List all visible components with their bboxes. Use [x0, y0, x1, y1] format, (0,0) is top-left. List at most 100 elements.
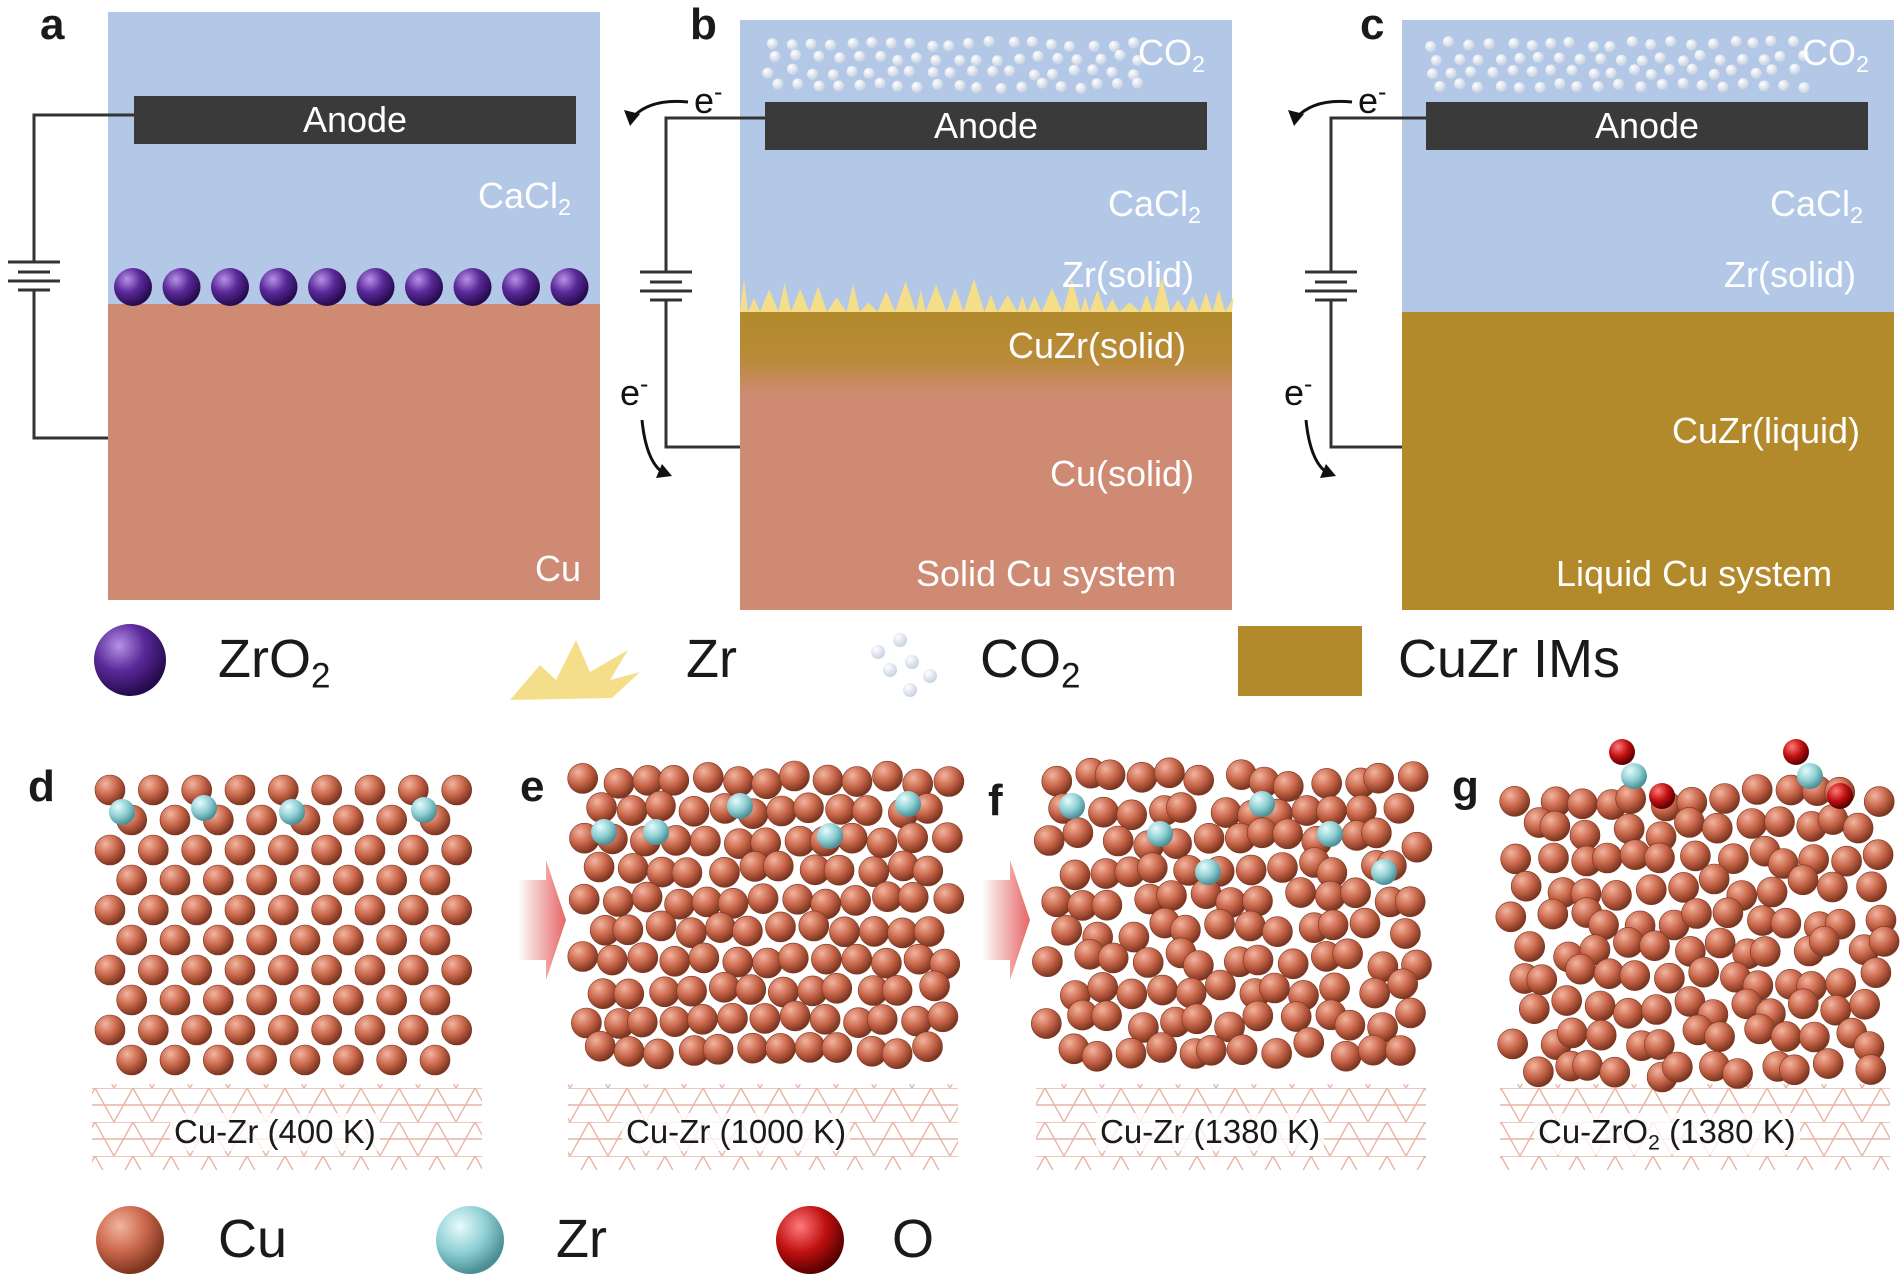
cu-atom [203, 1044, 234, 1076]
cu-atom [289, 864, 321, 896]
cu-atom [659, 1006, 691, 1038]
cu-atom [1361, 817, 1392, 849]
cu-atom [138, 954, 169, 986]
panel-b-cell [624, 20, 1234, 610]
co2-bubble [863, 67, 875, 79]
cu-atom [1262, 916, 1293, 948]
cu-atom [1779, 1054, 1810, 1086]
cu-atom [138, 834, 169, 866]
co2-bubble [1553, 52, 1565, 64]
co2-bubble [1730, 36, 1742, 47]
cu-atom [1644, 1029, 1675, 1060]
co2-bubble [1128, 37, 1140, 49]
co2-bubble [911, 81, 923, 93]
electron-label-b-bottom: e- [620, 370, 649, 413]
co2-bubble [1106, 66, 1118, 78]
cu-atom [913, 916, 945, 947]
o-atom [1783, 739, 1809, 765]
zro2-particle [162, 268, 201, 306]
cu-atom [933, 883, 965, 914]
cu-atom [840, 885, 871, 916]
cu-atom [1280, 1001, 1312, 1032]
co2-bubble [1686, 39, 1697, 51]
cu-atom [138, 894, 169, 926]
arrow-e-to-f [982, 860, 1030, 980]
cu-atom [751, 768, 783, 800]
electrolyte-label-c: CaCl2 [1770, 183, 1864, 229]
cu-atom [881, 975, 913, 1006]
cu-atom [616, 795, 648, 826]
co2-bubble [1495, 80, 1507, 92]
co2-bubble [807, 68, 818, 80]
cu-atom [1272, 818, 1303, 850]
cu-atom [567, 941, 599, 972]
cu-atom [823, 854, 855, 886]
cu-atom [1204, 908, 1235, 940]
co2-bubble [1750, 67, 1762, 79]
cu-atom [1205, 969, 1236, 1001]
cu-atom [311, 834, 343, 866]
co2-bubble [1514, 52, 1526, 64]
cu-atom [332, 924, 364, 956]
cu-atom [866, 1004, 898, 1035]
cu-atom [1860, 957, 1892, 989]
cu-atom [732, 915, 763, 947]
cuzr-im-icon [1238, 626, 1362, 696]
co2-bubble [1132, 77, 1143, 89]
cu-atom [1591, 842, 1623, 874]
cu-atom [246, 924, 278, 956]
co2-bubble [847, 37, 859, 49]
co2-bubble [1798, 50, 1810, 62]
cu-atom [1094, 759, 1126, 791]
metal-label-b: Cu(solid) [1050, 453, 1195, 494]
zro2-particle [405, 268, 443, 306]
cu-atom [354, 954, 386, 986]
co2-bubble [854, 50, 866, 62]
co2-bubble [1766, 64, 1778, 76]
co2-bubble [1654, 52, 1666, 64]
co2-bubble [1088, 40, 1100, 52]
legend-cu-atom-label: Cu [218, 1209, 288, 1269]
cu-atom [1856, 871, 1887, 903]
co2-bubble [1028, 69, 1040, 81]
cu-atom [1537, 898, 1569, 930]
panel-letter-b: b [690, 0, 717, 49]
cu-atom [116, 1044, 147, 1076]
cu-atom [1613, 997, 1644, 1029]
cu-atom [858, 916, 890, 947]
cu-atom [1674, 807, 1705, 838]
cu-atom [419, 984, 451, 1016]
co2-bubble [1595, 53, 1607, 65]
panel-letter-g: g [1452, 762, 1479, 811]
co2-bubble [1075, 82, 1087, 94]
cu-atom [1808, 925, 1840, 957]
cu-atom [1654, 962, 1685, 994]
cu-atom [1764, 806, 1795, 838]
co2-bubble [903, 65, 915, 77]
cu-atom [627, 942, 659, 974]
cu-atom [752, 947, 783, 979]
co2-bubble [1445, 67, 1457, 79]
co2-bubble [1095, 53, 1107, 65]
electrolyte-label-b: CaCl2 [1108, 183, 1202, 229]
cu-atom [311, 774, 343, 806]
co2-bubble [1508, 38, 1520, 49]
cu-atom [690, 825, 721, 857]
cu-atom [1495, 901, 1527, 933]
cu-atom [887, 917, 918, 949]
cu-atom [1087, 972, 1118, 1003]
cu-atom [626, 1006, 658, 1038]
legend-top-icons [94, 624, 1362, 700]
co2-bubble [970, 54, 982, 66]
cu-atom [643, 1038, 674, 1070]
co2-bubble [1737, 53, 1749, 65]
zr-atom [1371, 859, 1397, 885]
cu-atom [793, 792, 824, 824]
cu-atom [332, 804, 364, 836]
cu-atom [1709, 783, 1740, 814]
cu-atom [705, 912, 736, 943]
cu-atom [1033, 825, 1065, 856]
co2-bubble [1471, 81, 1483, 93]
co2-bubble [892, 80, 903, 92]
co2-bubble [1526, 66, 1538, 78]
